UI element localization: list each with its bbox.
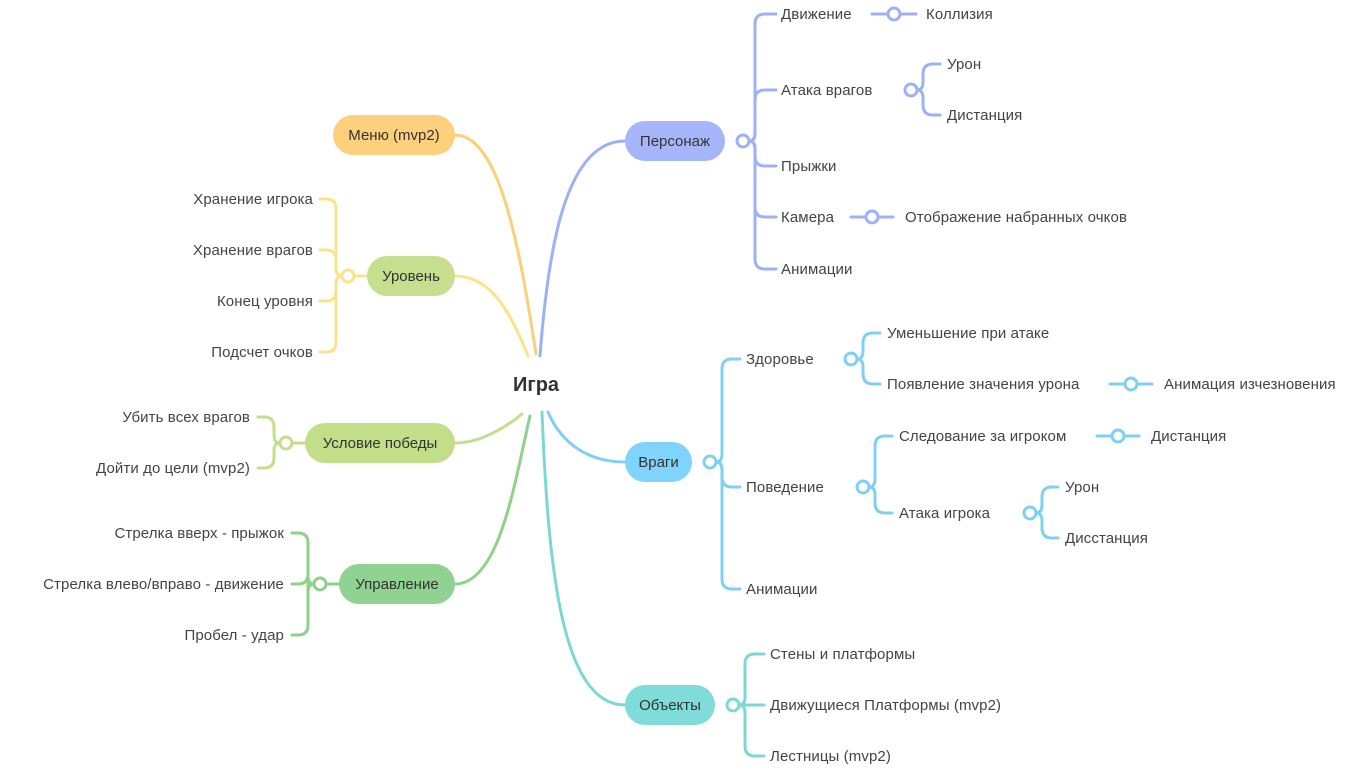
topic-level[interactable]: Уровень bbox=[367, 256, 455, 296]
health-damage-value[interactable]: Появление значения урона bbox=[887, 376, 1080, 393]
controls-move[interactable]: Стрелка влево/вправо - движение bbox=[43, 576, 284, 593]
root-topic[interactable]: Игра bbox=[513, 374, 560, 396]
enemies-branch bbox=[708, 460, 742, 591]
behavior-branch bbox=[861, 485, 894, 515]
objects-ladders[interactable]: Лестницы (mvp2) bbox=[770, 748, 891, 765]
objects-knob[interactable] bbox=[725, 697, 741, 713]
persona-attack-distance[interactable]: Дистанция bbox=[947, 107, 1023, 124]
topic-win-condition[interactable]: Условие победы bbox=[305, 423, 455, 463]
persona-collision[interactable]: Коллизия bbox=[926, 6, 993, 23]
attack-knob[interactable] bbox=[903, 82, 919, 98]
enemies-knob[interactable] bbox=[702, 454, 718, 470]
level-score-count[interactable]: Подсчет очков bbox=[211, 344, 313, 361]
controls-jump[interactable]: Стрелка вверх - прыжок bbox=[114, 525, 284, 542]
health-fade-animation[interactable]: Анимация изчезновения bbox=[1164, 376, 1336, 393]
camera-score-knob[interactable] bbox=[864, 209, 880, 225]
root-menu-edge bbox=[453, 133, 538, 356]
level-enemy-storage[interactable]: Хранение врагов bbox=[192, 242, 313, 259]
persona-branch bbox=[741, 139, 778, 271]
root-objects-edge bbox=[540, 410, 627, 707]
win-branch bbox=[256, 441, 288, 470]
persona-knob[interactable] bbox=[735, 133, 751, 149]
root-level-edge bbox=[453, 274, 530, 358]
persona-jumps[interactable]: Прыжки bbox=[781, 158, 837, 175]
root-win-edge bbox=[453, 412, 524, 445]
health-branch bbox=[849, 357, 882, 386]
behavior-attack[interactable]: Атака игрока bbox=[899, 505, 991, 522]
root-controls-edge bbox=[453, 414, 532, 586]
attack-player-knob[interactable] bbox=[1022, 505, 1038, 521]
controls-knob[interactable] bbox=[312, 576, 328, 592]
topic-controls[interactable]: Управление bbox=[339, 564, 455, 604]
persona-movement[interactable]: Движение bbox=[781, 6, 852, 23]
behavior-knob[interactable] bbox=[855, 479, 871, 495]
persona-attack[interactable]: Атака врагов bbox=[781, 82, 873, 99]
behavior-follow-distance[interactable]: Дистанция bbox=[1151, 428, 1227, 445]
persona-branch bbox=[741, 88, 778, 143]
objects-moving-platforms[interactable]: Движущиеся Платформы (mvp2) bbox=[770, 697, 1002, 714]
attack-distance[interactable]: Дисстанция bbox=[1065, 530, 1148, 547]
enemies-behavior[interactable]: Поведение bbox=[746, 479, 824, 496]
topic-persona[interactable]: Персонаж bbox=[625, 121, 725, 161]
topic-enemies[interactable]: Враги bbox=[625, 442, 692, 482]
health-decrease[interactable]: Уменьшение при атаке bbox=[887, 325, 1050, 342]
enemies-health[interactable]: Здоровье bbox=[746, 351, 814, 368]
enemies-branch bbox=[708, 357, 742, 464]
enemies-animations[interactable]: Анимации bbox=[746, 581, 818, 598]
damage-fade-knob[interactable] bbox=[1123, 376, 1139, 392]
behavior-branch bbox=[861, 434, 894, 489]
behavior-follow[interactable]: Следование за игроком bbox=[899, 428, 1067, 445]
persona-attack-damage[interactable]: Урон bbox=[947, 56, 982, 73]
attack-branch bbox=[909, 88, 942, 117]
objects-branch bbox=[731, 703, 766, 758]
win-knob[interactable] bbox=[278, 435, 294, 451]
level-player-storage[interactable]: Хранение игрока bbox=[193, 191, 313, 208]
persona-branch bbox=[741, 139, 778, 219]
topic-menu[interactable]: Меню (mvp2) bbox=[333, 115, 455, 155]
movement-collision-knob[interactable] bbox=[886, 6, 902, 22]
controls-branch bbox=[290, 582, 322, 637]
controls-attack[interactable]: Пробел - удар bbox=[184, 627, 284, 644]
persona-animations[interactable]: Анимации bbox=[781, 261, 853, 278]
persona-branch bbox=[741, 12, 778, 143]
win-reach-goal[interactable]: Дойти до цели (mvp2) bbox=[96, 460, 250, 477]
objects-walls[interactable]: Стены и платформы bbox=[770, 646, 916, 663]
root-persona-edge bbox=[538, 139, 627, 358]
level-branch bbox=[318, 197, 350, 278]
objects-branch bbox=[731, 652, 766, 707]
level-end[interactable]: Конец уровня bbox=[216, 293, 313, 310]
attack-player-branch bbox=[1028, 511, 1060, 540]
level-branch bbox=[318, 274, 350, 354]
level-knob[interactable] bbox=[340, 268, 356, 284]
topic-objects[interactable]: Объекты bbox=[625, 685, 715, 725]
controls-branch bbox=[290, 531, 322, 586]
health-knob[interactable] bbox=[843, 351, 859, 367]
persona-camera[interactable]: Камера bbox=[781, 209, 835, 226]
win-kill-all[interactable]: Убить всех врагов bbox=[122, 409, 250, 426]
attack-damage[interactable]: Урон bbox=[1065, 479, 1100, 496]
root-enemies-edge bbox=[546, 410, 627, 464]
follow-distance-knob[interactable] bbox=[1110, 428, 1126, 444]
persona-camera-score[interactable]: Отображение набранных очков bbox=[905, 209, 1128, 226]
